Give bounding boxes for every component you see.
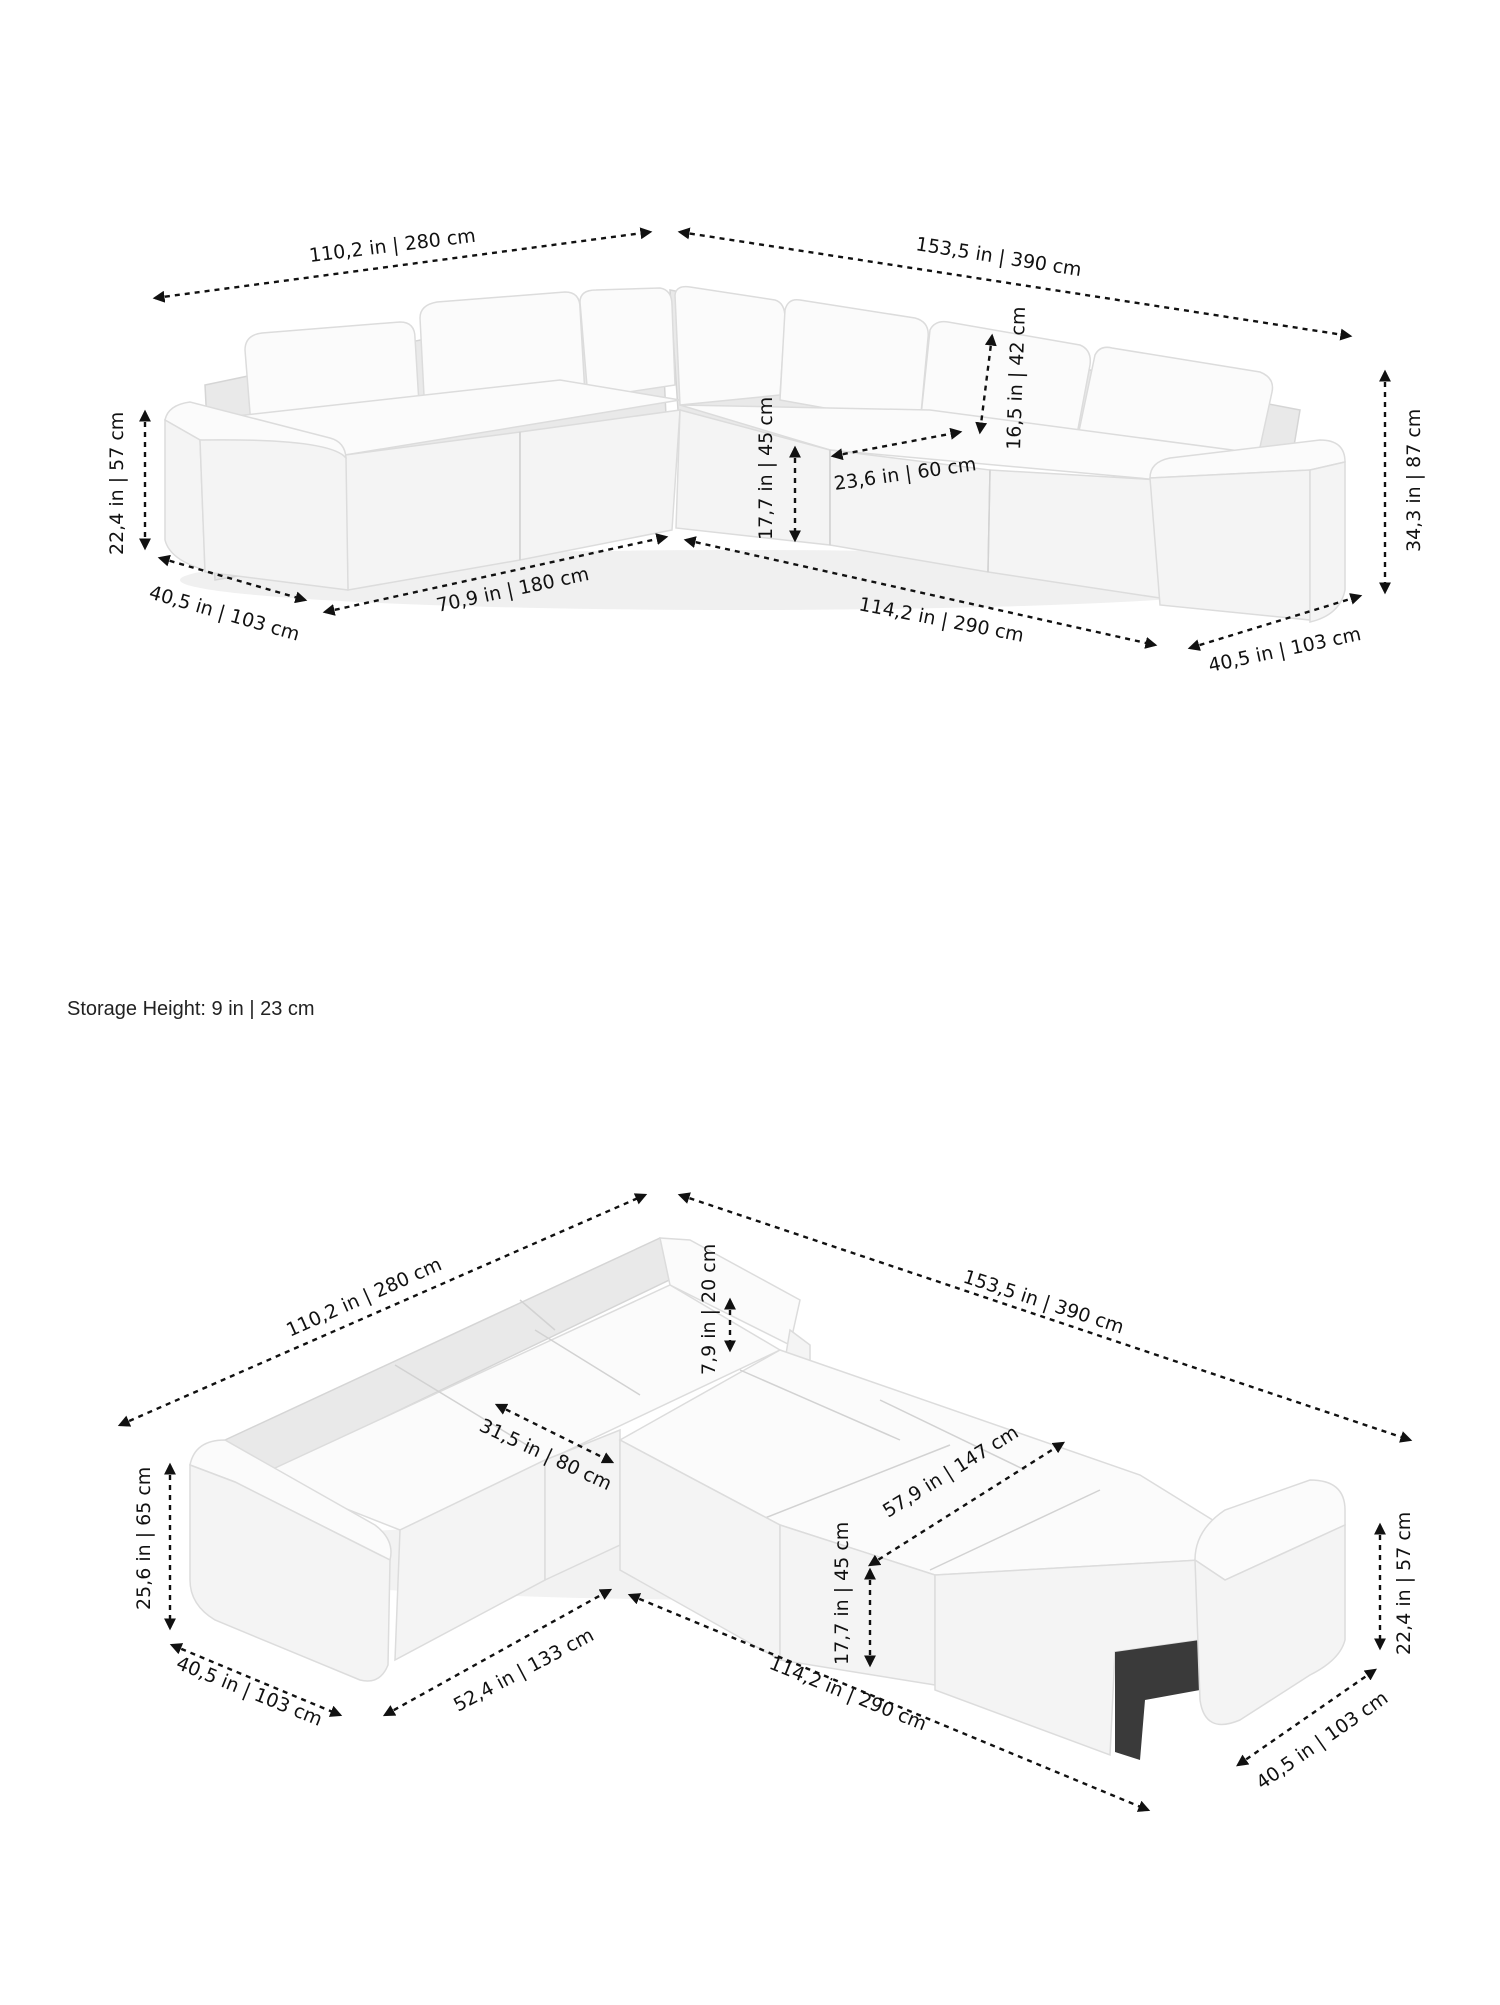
right-armrest: [1149, 439, 1346, 623]
storage-height-note: Storage Height: 9 in | 23 cm: [67, 998, 315, 1020]
bottom-right-back-length-label: 153,5 in | 390 cm: [960, 1266, 1126, 1339]
bottom-right-height-label: 22,4 in | 57 cm: [1393, 1512, 1415, 1655]
top-right-depth-label: 40,5 in | 103 cm: [1206, 623, 1363, 677]
top-seat-height-label: 17,7 in | 45 cm: [755, 397, 777, 540]
bottom-left-depth-label: 40,5 in | 103 cm: [173, 1652, 325, 1731]
top-right-back-length-label: 153,5 in | 390 cm: [914, 233, 1083, 281]
bottom-left-front-length-label: 52,4 in | 133 cm: [450, 1624, 598, 1716]
sectional-sofa-bed-open: [189, 1237, 1346, 1760]
bottom-left-back-length-label: 110,2 in | 280 cm: [283, 1253, 445, 1341]
top-left-back-length-label: 110,2 in | 280 cm: [308, 225, 477, 267]
top-dimension-lines: [139, 227, 1391, 651]
top-right-height-label: 34,3 in | 87 cm: [1403, 409, 1425, 552]
bed-platform: [618, 1349, 1247, 1760]
bottom-left-height-label: 25,6 in | 65 cm: [133, 1467, 155, 1610]
top-cushion-height-label: 16,5 in | 42 cm: [1003, 306, 1030, 450]
bottom-seat-height-label: 17,7 in | 45 cm: [831, 1522, 853, 1665]
bottom-left-armrest: [189, 1439, 392, 1682]
top-left-height-label: 22,4 in | 57 cm: [106, 412, 128, 555]
bottom-right-armrest: [1194, 1479, 1346, 1726]
bottom-dimension-lines: [117, 1192, 1413, 1812]
bottom-backrest-height-label: 7,9 in | 20 cm: [698, 1244, 720, 1375]
